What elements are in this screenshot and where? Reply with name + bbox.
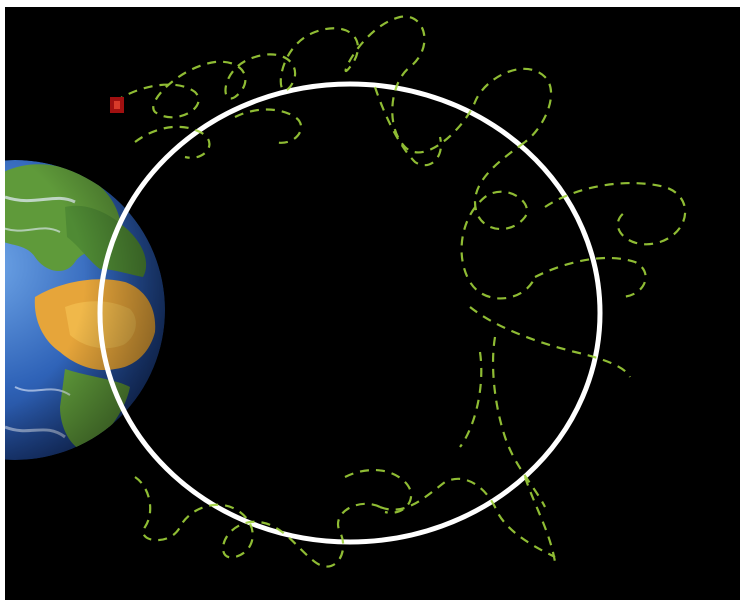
orbit-ring-icon	[97, 81, 603, 545]
moon-marker-icon	[110, 97, 124, 113]
image-frame	[5, 7, 740, 600]
orbit-illustration	[5, 7, 740, 600]
earth-icon	[5, 160, 165, 460]
trajectory-path-icon	[114, 15, 687, 568]
